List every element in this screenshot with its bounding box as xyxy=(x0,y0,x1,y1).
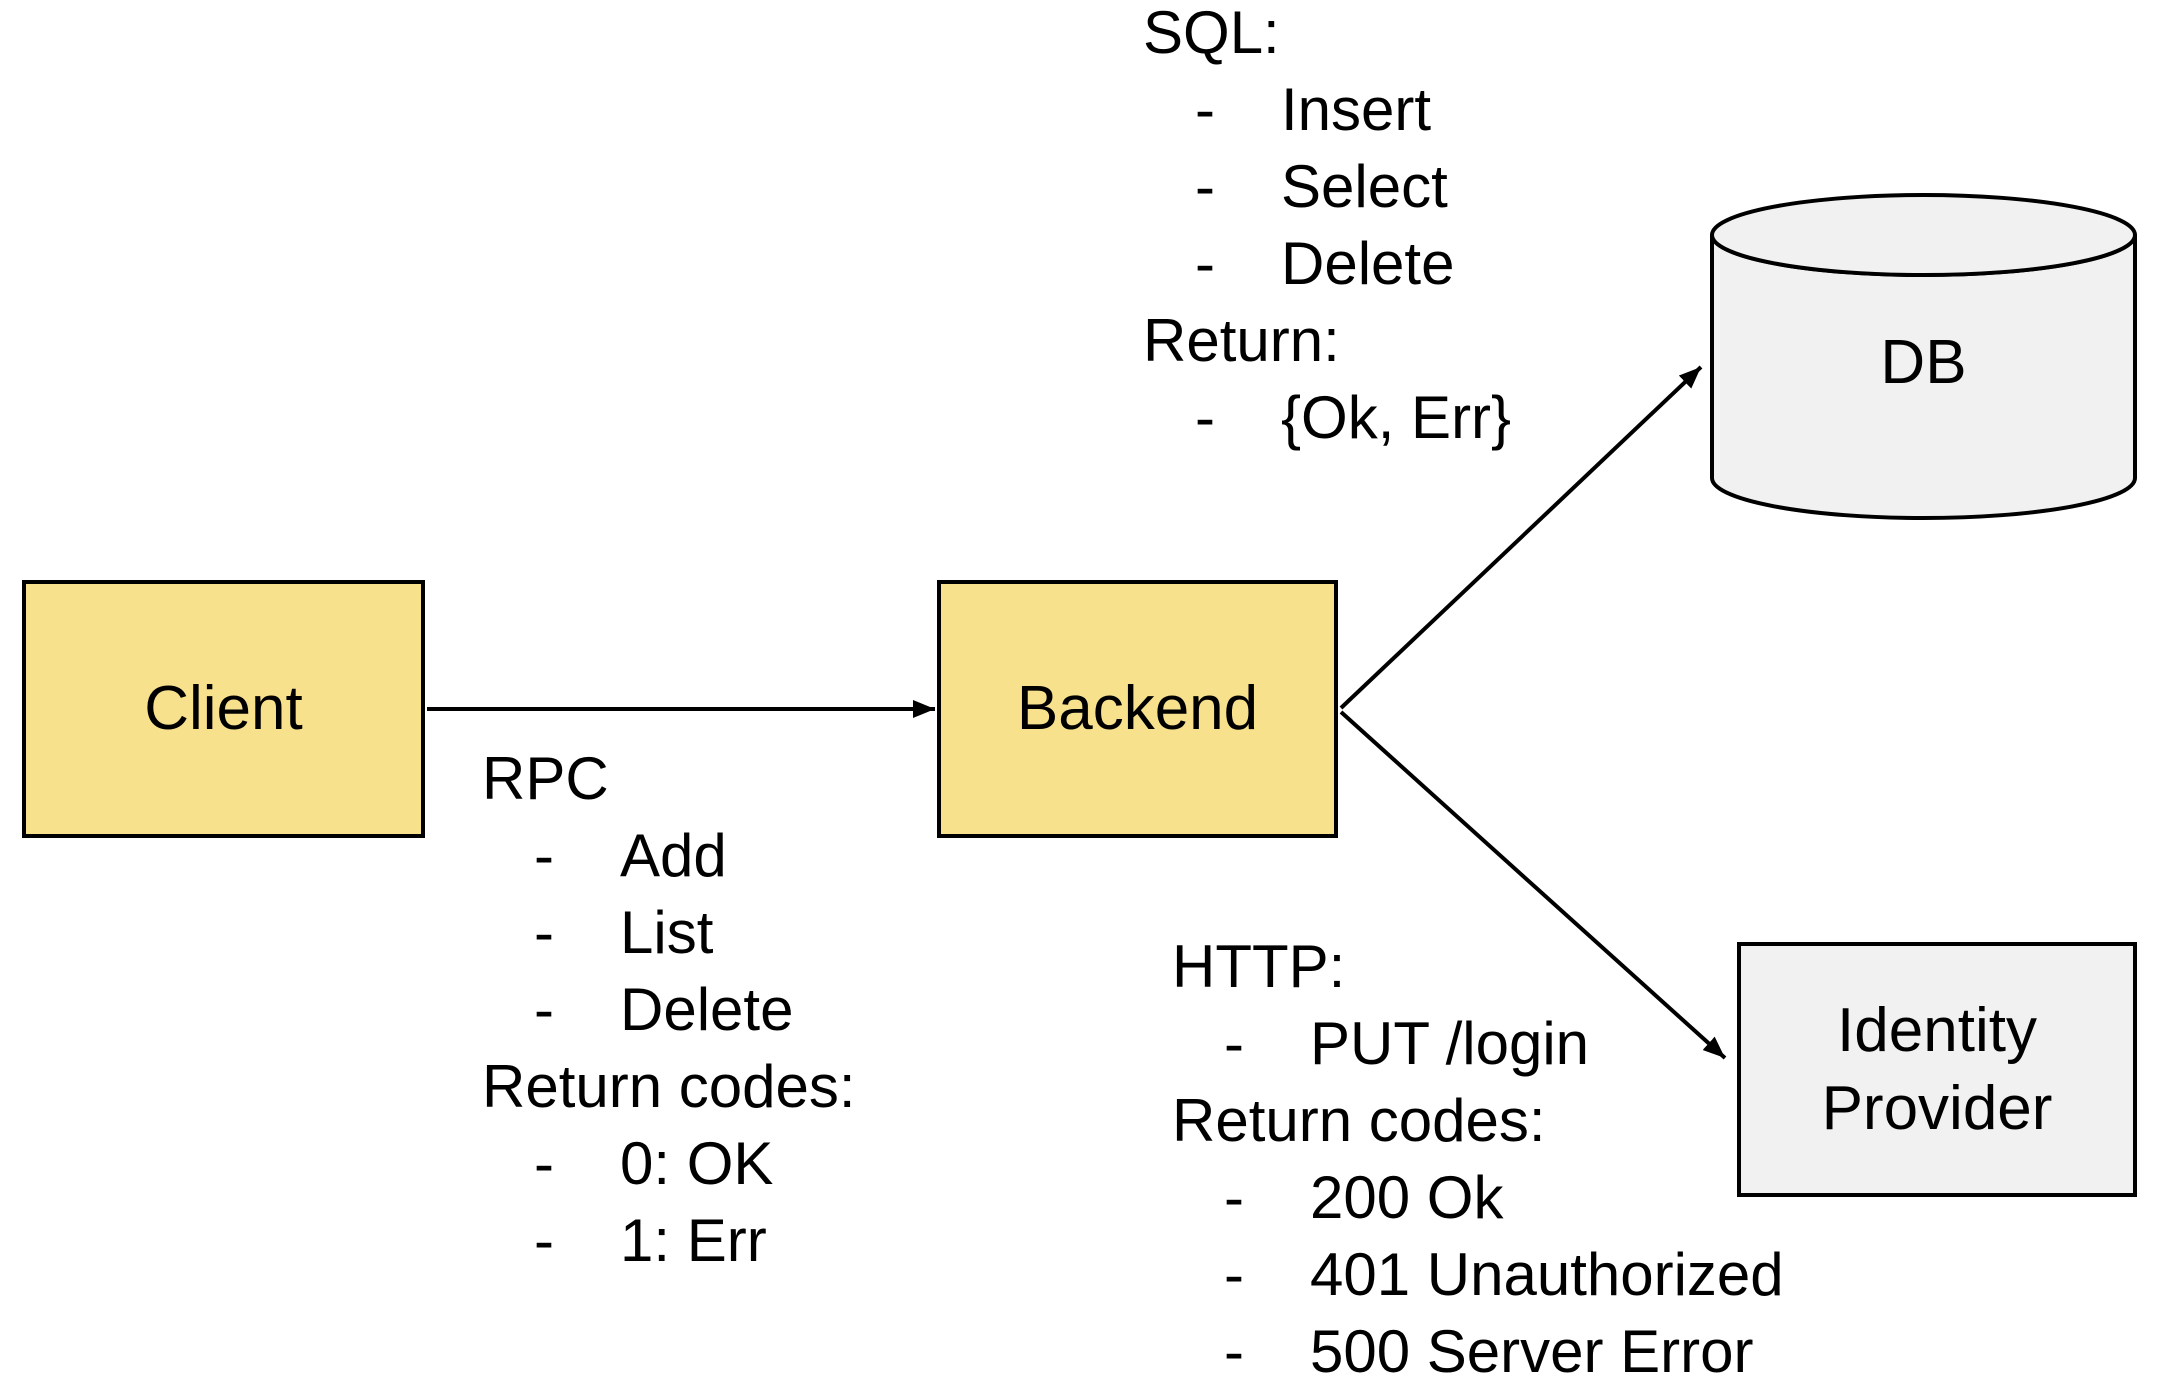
bullet-dash: - xyxy=(534,976,554,1043)
annotation-bullet-item: -PUT /login xyxy=(1172,1005,1784,1082)
backend-node: Backend xyxy=(937,580,1338,838)
backend-node-label: Backend xyxy=(1016,674,1259,743)
bullet-dash: - xyxy=(1195,230,1215,297)
annotation-bullet-item: -200 Ok xyxy=(1172,1159,1784,1236)
annotation-bullet-item: -Add xyxy=(482,817,856,894)
bullet-dash: - xyxy=(534,899,554,966)
annotation-item-text: PUT /login xyxy=(1310,1010,1590,1077)
annotation-item-text: 401 Unauthorized xyxy=(1310,1241,1784,1308)
annotation-bullet-item: -{Ok, Err} xyxy=(1143,379,1511,456)
bullet-dash: - xyxy=(1195,384,1215,451)
bullet-dash: - xyxy=(1224,1241,1244,1308)
annotation-bullet-item: -1: Err xyxy=(482,1202,856,1279)
client-node: Client xyxy=(22,580,425,838)
annotation-heading: Return codes: xyxy=(482,1053,856,1120)
annotation-heading: Return: xyxy=(1143,307,1340,374)
bullet-dash: - xyxy=(1224,1164,1244,1231)
annotation-item-text: Delete xyxy=(1281,230,1455,297)
identity-provider-node-label: Identity Provider xyxy=(1821,995,2053,1143)
annotation-item-text: Delete xyxy=(620,976,794,1043)
annotation-bullet-item: -0: OK xyxy=(482,1125,856,1202)
bullet-dash: - xyxy=(534,1130,554,1197)
arrow-backend-to-db xyxy=(1339,365,1703,710)
bullet-dash: - xyxy=(1224,1318,1244,1385)
identity-provider-node: Identity Provider xyxy=(1737,942,2137,1197)
bullet-dash: - xyxy=(1195,76,1215,143)
bullet-dash: - xyxy=(1224,1010,1244,1077)
annotation-bullet-item: -Delete xyxy=(482,971,856,1048)
annotation-heading: RPC xyxy=(482,745,609,812)
rpc-annotation: RPC -Add -List -Delete Return codes: -0:… xyxy=(482,740,856,1279)
annotation-bullet-item: -Insert xyxy=(1143,71,1511,148)
annotation-bullet-item: -List xyxy=(482,894,856,971)
annotation-heading: Return codes: xyxy=(1172,1087,1546,1154)
bullet-dash: - xyxy=(1195,153,1215,220)
annotation-heading: HTTP: xyxy=(1172,933,1346,1000)
client-node-label: Client xyxy=(144,674,303,743)
annotation-item-text: 500 Server Error xyxy=(1310,1318,1754,1385)
annotation-item-text: 1: Err xyxy=(620,1207,767,1274)
annotation-bullet-item: -500 Server Error xyxy=(1172,1313,1784,1390)
annotation-item-text: 0: OK xyxy=(620,1130,774,1197)
bullet-dash: - xyxy=(534,1207,554,1274)
annotation-bullet-item: -Delete xyxy=(1143,225,1511,302)
annotation-item-text: {Ok, Err} xyxy=(1281,384,1512,451)
arrow-backend-to-identity-provider xyxy=(1339,710,1727,1060)
annotation-item-text: Insert xyxy=(1281,76,1432,143)
bullet-dash: - xyxy=(534,822,554,889)
annotation-item-text: 200 Ok xyxy=(1310,1164,1504,1231)
http-annotation: HTTP: -PUT /login Return codes: -200 Ok … xyxy=(1172,928,1784,1390)
annotation-bullet-item: -Select xyxy=(1143,148,1511,225)
annotation-heading: SQL: xyxy=(1143,0,1280,66)
sql-annotation: SQL: -Insert -Select -Delete Return: -{O… xyxy=(1143,0,1511,456)
db-cylinder xyxy=(1710,193,2137,520)
annotation-item-text: Add xyxy=(620,822,727,889)
annotation-bullet-item: -401 Unauthorized xyxy=(1172,1236,1784,1313)
db-node-label: DB xyxy=(1880,328,1967,397)
db-cylinder-top xyxy=(1710,193,2137,277)
annotation-item-text: List xyxy=(620,899,714,966)
annotation-item-text: Select xyxy=(1281,153,1448,220)
